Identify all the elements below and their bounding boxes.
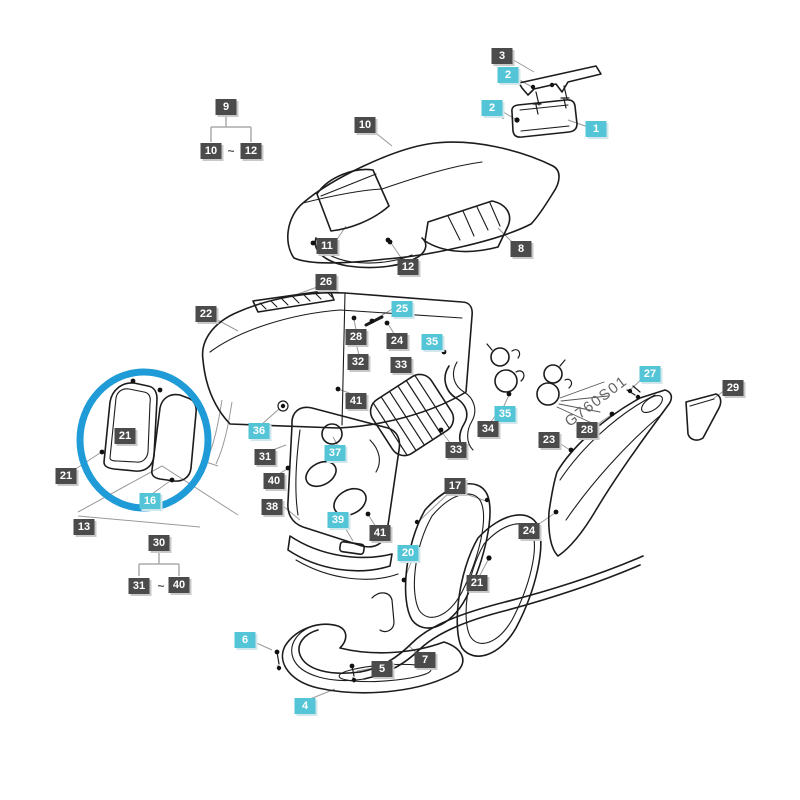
part-label-2-mid[interactable]: 2 [481, 100, 503, 116]
fastener-dots [99, 82, 641, 683]
part-label-range-1-tilde: ~ [227, 144, 235, 158]
part-label-20[interactable]: 20 [397, 545, 419, 561]
upper-panel-drawing [201, 289, 473, 429]
part-label-26[interactable]: 26 [315, 274, 337, 290]
part-label-32[interactable]: 32 [347, 354, 369, 370]
part-label-25[interactable]: 25 [391, 301, 413, 317]
part-label-24-upper[interactable]: 24 [386, 333, 408, 349]
skid-plate-drawing [281, 623, 464, 694]
part-label-35-upper[interactable]: 35 [421, 334, 443, 350]
part-label-37[interactable]: 37 [324, 445, 346, 461]
part-label-21-left[interactable]: 21 [55, 468, 77, 484]
headlamp-left-drawing [486, 343, 525, 393]
screen-panels-drawing [103, 382, 197, 482]
small-fastener-drawings [276, 315, 641, 683]
part-label-6[interactable]: 6 [234, 632, 256, 648]
part-label-2-top[interactable]: 2 [497, 67, 519, 83]
part-label-28-upper[interactable]: 28 [345, 329, 367, 345]
bumper-drawing [287, 535, 399, 580]
part-label-40-range[interactable]: 40 [168, 577, 190, 593]
part-label-22[interactable]: 22 [195, 306, 217, 322]
part-label-21-shield[interactable]: 21 [466, 575, 488, 591]
part-label-41-upper[interactable]: 41 [345, 393, 367, 409]
part-label-17[interactable]: 17 [444, 478, 466, 494]
part-label-12-range[interactable]: 12 [240, 143, 262, 159]
part-label-24-frame[interactable]: 24 [518, 523, 540, 539]
part-label-33-lamp[interactable]: 33 [445, 442, 467, 458]
part-label-8[interactable]: 8 [510, 241, 532, 257]
part-label-9[interactable]: 9 [215, 99, 237, 115]
part-label-range-2-tilde: ~ [157, 579, 165, 593]
part-label-1[interactable]: 1 [585, 121, 607, 137]
part-label-12[interactable]: 12 [397, 259, 419, 275]
part-label-23[interactable]: 23 [538, 432, 560, 448]
part-label-39[interactable]: 39 [327, 512, 349, 528]
front-frame-drawing [291, 555, 644, 682]
part-label-11[interactable]: 11 [316, 238, 338, 254]
part-label-33-upper[interactable]: 33 [390, 357, 412, 373]
part-label-38[interactable]: 38 [261, 499, 283, 515]
part-label-13[interactable]: 13 [73, 519, 95, 535]
part-label-41-lower[interactable]: 41 [369, 525, 391, 541]
part-label-31-range[interactable]: 31 [128, 578, 150, 594]
part-label-5[interactable]: 5 [371, 661, 393, 677]
side-shield-drawings [404, 482, 542, 657]
mount-bracket-drawing [444, 361, 476, 453]
part-label-29[interactable]: 29 [722, 380, 744, 396]
part-label-31-grille[interactable]: 31 [254, 449, 276, 465]
part-label-30[interactable]: 30 [148, 535, 170, 551]
part-label-4[interactable]: 4 [294, 698, 316, 714]
part-label-21-circle[interactable]: 21 [114, 428, 136, 444]
part-label-35-lamp[interactable]: 35 [494, 406, 516, 422]
part-label-16[interactable]: 16 [139, 493, 161, 509]
part-label-10[interactable]: 10 [354, 117, 376, 133]
side-vent-panel-drawing [424, 200, 511, 253]
part-label-27[interactable]: 27 [639, 366, 661, 382]
part-label-7[interactable]: 7 [414, 652, 436, 668]
hinge-assembly-drawing [496, 65, 602, 138]
part-label-40-grille[interactable]: 40 [263, 473, 285, 489]
headlamp-right-drawing [536, 359, 609, 425]
range-bracket-lines [138, 116, 252, 576]
side-cap-drawing [685, 393, 722, 441]
part-label-36[interactable]: 36 [248, 423, 270, 439]
right-side-panel-drawing [547, 389, 673, 557]
part-label-34[interactable]: 34 [477, 421, 499, 437]
part-label-28-side[interactable]: 28 [576, 422, 598, 438]
part-label-10-range[interactable]: 10 [200, 143, 222, 159]
part-label-3[interactable]: 3 [491, 48, 513, 64]
